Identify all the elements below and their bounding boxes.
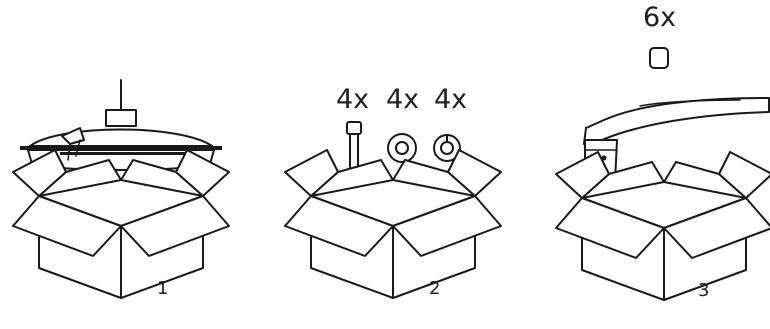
washer-quantity: 4x <box>386 84 419 115</box>
box-number-3: 3 <box>698 280 709 301</box>
lock-washer-icon <box>433 134 461 162</box>
box-3-icon <box>555 151 770 301</box>
bolt-icon <box>346 121 362 173</box>
lock-washer-quantity: 4x <box>434 84 467 115</box>
package-1: 1 <box>12 79 230 299</box>
washer-icon <box>387 133 417 163</box>
cap-icon <box>649 47 669 69</box>
package-3: 6x 3 <box>555 2 770 301</box>
box-number-1: 1 <box>157 278 168 299</box>
bolt-quantity: 4x <box>336 84 369 115</box>
box-number-2: 2 <box>429 278 440 299</box>
box-1-icon <box>12 149 230 299</box>
box-2-icon <box>284 149 502 299</box>
package-2: 4x 4x 4x 2 <box>284 84 502 299</box>
cap-quantity: 6x <box>643 2 676 33</box>
